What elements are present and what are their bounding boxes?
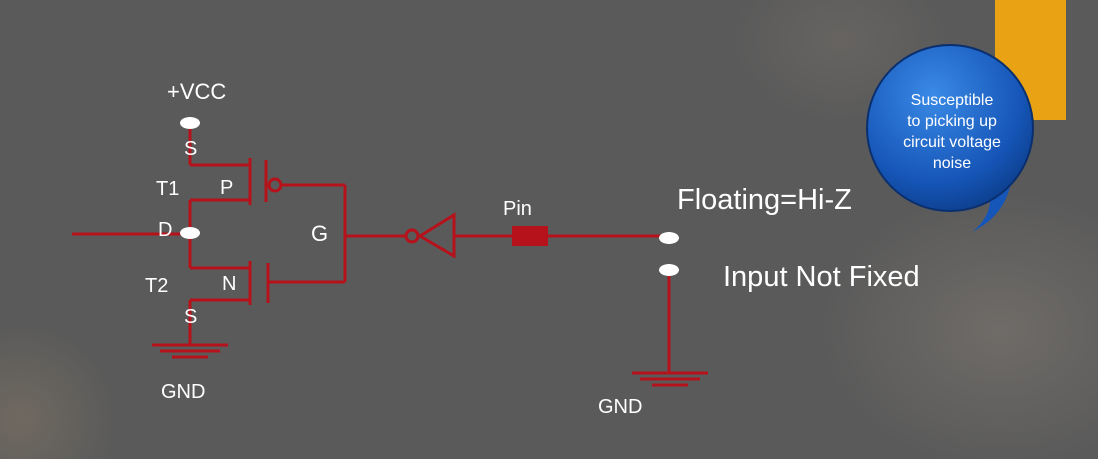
floating-terminal-top bbox=[659, 232, 679, 244]
pin-resistor bbox=[512, 226, 548, 246]
gnd-right bbox=[632, 276, 708, 387]
label-gate: G bbox=[311, 221, 328, 246]
input-buffer bbox=[417, 212, 664, 259]
label-pin: Pin bbox=[503, 198, 532, 220]
label-t1: T1 bbox=[156, 178, 179, 200]
callout-line-3: circuit voltage bbox=[903, 134, 1001, 151]
label-gnd-left: GND bbox=[161, 381, 205, 403]
callout-bubble bbox=[866, 44, 1034, 212]
callout-line-2: to picking up bbox=[907, 113, 997, 130]
noise-callout: Susceptible to picking up circuit voltag… bbox=[866, 44, 1034, 232]
label-source-top: S bbox=[184, 138, 197, 160]
drain-node bbox=[180, 227, 200, 239]
callout-line-4: noise bbox=[933, 155, 971, 172]
buffer-inversion-bubble bbox=[404, 228, 420, 244]
label-input-not-fixed: Input Not Fixed bbox=[723, 261, 920, 293]
buffer-triangle bbox=[417, 212, 456, 259]
floating-terminal-bottom bbox=[659, 264, 679, 276]
label-vcc: +VCC bbox=[167, 79, 226, 104]
label-drain: D bbox=[158, 219, 172, 241]
cmos-stage bbox=[72, 128, 406, 359]
pmos-gate-bubble bbox=[267, 177, 283, 193]
label-n: N bbox=[222, 273, 236, 295]
vcc-terminal bbox=[180, 117, 200, 129]
label-t2: T2 bbox=[145, 275, 168, 297]
callout-line-1: Susceptible bbox=[911, 92, 994, 109]
label-gnd-right: GND bbox=[598, 396, 642, 418]
label-source-bottom: S bbox=[184, 306, 197, 328]
label-floating: Floating=Hi-Z bbox=[677, 184, 852, 216]
label-p: P bbox=[220, 177, 233, 199]
